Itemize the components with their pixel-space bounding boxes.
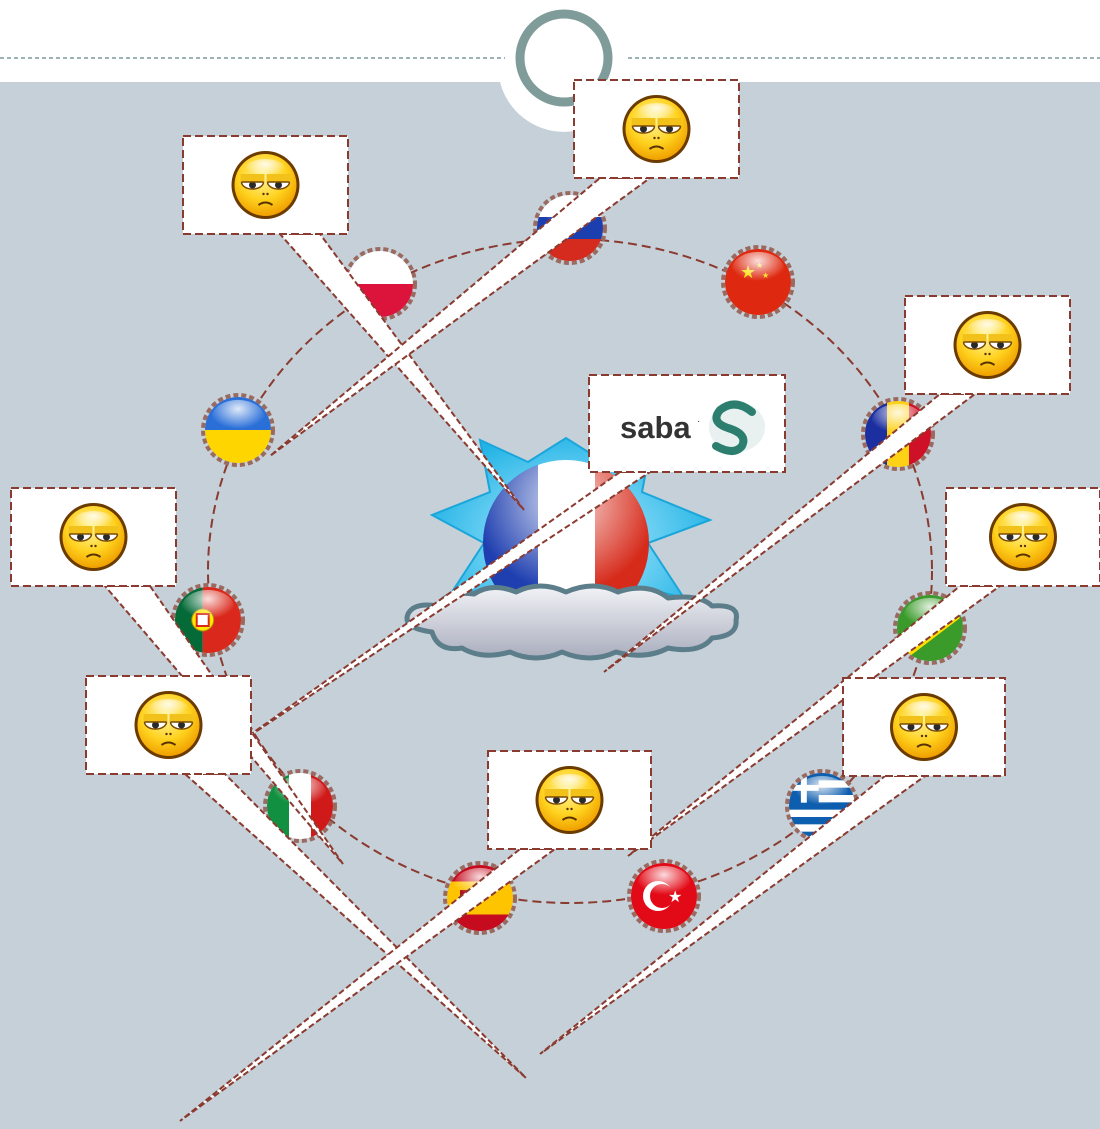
unimpressed-face-icon <box>535 766 604 834</box>
callout-box <box>182 135 349 235</box>
unimpressed-face-icon <box>231 151 300 219</box>
flag-ukraine-icon <box>201 393 275 467</box>
callout-pointers <box>102 177 1004 1122</box>
flag-china-icon: ★★★ <box>721 245 795 319</box>
unimpressed-face-icon <box>622 95 691 163</box>
unimpressed-face-icon <box>953 311 1022 379</box>
saba-logo-text: saba <box>620 410 691 445</box>
callout-box <box>487 750 652 850</box>
flag-portugal-icon <box>171 583 245 657</box>
orbit-path <box>207 238 933 904</box>
saba-logo-dot: · <box>697 416 700 427</box>
unimpressed-face-icon <box>890 693 958 761</box>
saba-s-logo-icon <box>709 400 765 455</box>
unimpressed-face-icon <box>134 691 203 759</box>
header-ring-decoration <box>515 9 613 107</box>
flag-greece-icon <box>785 769 859 843</box>
unimpressed-face-icon <box>989 503 1057 571</box>
saba-logo-box: saba · <box>588 374 786 473</box>
callout-pointer <box>603 393 979 673</box>
callout-boxes <box>10 79 1100 850</box>
callout-box <box>85 675 252 775</box>
callout-pointer <box>179 848 559 1122</box>
callout-box <box>10 487 177 587</box>
callout-box <box>573 79 740 179</box>
callout-pointer <box>269 177 654 457</box>
callout-box <box>842 677 1006 777</box>
callout-box <box>945 487 1100 587</box>
callout-box <box>904 295 1071 395</box>
flag-turkey-icon: ★ <box>627 859 701 933</box>
unimpressed-face-icon <box>59 503 128 571</box>
